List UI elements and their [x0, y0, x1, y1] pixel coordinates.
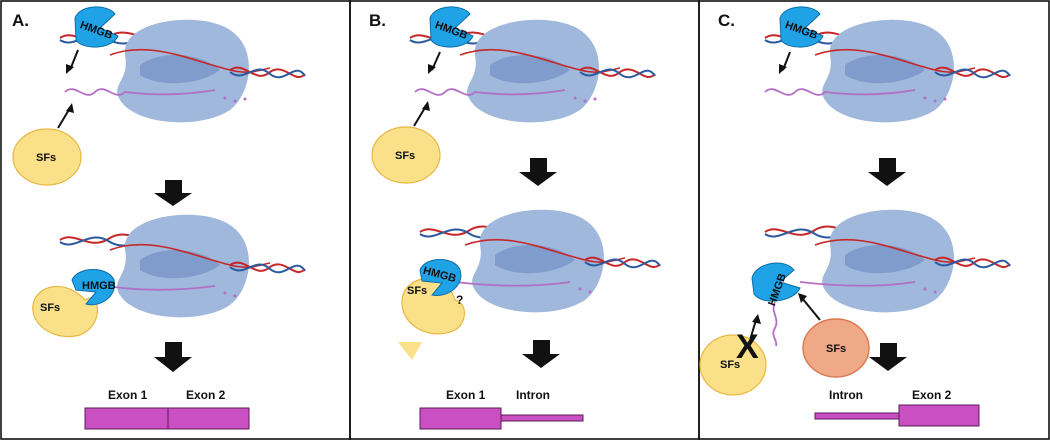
template-strand: [459, 48, 621, 73]
arrow-head: [66, 64, 74, 74]
sfs-complex: SFs: [12, 128, 82, 186]
nascent-rna: [454, 281, 571, 287]
rna-dot: [573, 96, 577, 100]
down-arrow: [519, 158, 557, 186]
polymerase-complex: [59, 19, 306, 123]
template-strand: [109, 48, 271, 73]
down-arrow: [154, 180, 192, 206]
panel-b-label: B.: [369, 11, 386, 30]
rna-dot: [223, 291, 227, 295]
dna-strand-blue: [934, 68, 1011, 79]
arrow-head: [66, 103, 74, 113]
polymerase-complex: [59, 214, 306, 318]
exon-label-right: Exon 2: [186, 388, 226, 402]
rna-dot: [583, 99, 587, 103]
rna-dot: [943, 97, 947, 101]
polymerase-complex: [764, 209, 1011, 347]
hmgb-protein: HMGB: [71, 269, 116, 306]
sfs-label: SFs: [720, 359, 740, 371]
dna-strand-blue: [229, 263, 306, 274]
sfs-complex: SFs: [371, 126, 441, 184]
rna-dot: [233, 99, 237, 103]
rna-dot: [578, 287, 582, 291]
panel-c-label: C.: [718, 11, 735, 30]
polymerase-complex: [764, 19, 1011, 123]
arrow-head: [779, 64, 787, 74]
intron-bar: [814, 412, 900, 420]
arrow-line: [801, 297, 821, 321]
panel-c-frame: [698, 0, 1050, 440]
hmgb-protein: HMGB: [779, 6, 824, 48]
dna-strand-red: [934, 66, 1011, 78]
sfs-complex: SFs: [32, 285, 98, 338]
sfs-alternative: SFs: [802, 318, 870, 378]
rna-dot: [933, 290, 937, 294]
dna-strand-red: [584, 256, 661, 268]
rna-dot: [233, 294, 237, 298]
exon-box: [419, 407, 502, 430]
exon-label-left: Exon 1: [446, 388, 486, 402]
block-x-mark: X: [736, 328, 759, 366]
question-mark: ?: [456, 293, 463, 307]
down-arrow: [522, 340, 560, 368]
panel-a: A. HMGB SFs: [12, 6, 306, 430]
rna-dot: [593, 97, 597, 101]
arrow-head: [428, 64, 436, 74]
sfs-label: SFs: [395, 150, 415, 162]
exon-label-right: Intron: [516, 388, 550, 402]
dna-strand-blue: [229, 68, 306, 79]
rna-dot: [933, 99, 937, 103]
rna-dot: [923, 96, 927, 100]
arrow-head: [798, 293, 807, 303]
rna-dot: [588, 290, 592, 294]
exon-box: [84, 407, 169, 430]
template-strand: [814, 48, 976, 73]
panel-a-label: A.: [12, 11, 29, 30]
dna-strand-blue: [584, 258, 661, 269]
nascent-rna: [764, 88, 916, 96]
hmgb-protein: HMGB: [429, 6, 474, 48]
template-strand: [464, 238, 626, 263]
sfs-blocked: SFs: [699, 334, 767, 396]
rna-tail: [772, 301, 778, 347]
arrow-head: [752, 314, 761, 324]
exon-label-left: Intron: [829, 388, 863, 402]
exon-box: [167, 407, 250, 430]
sfs-label: SFs: [36, 152, 56, 164]
hmgb-label: HMGB: [82, 280, 116, 292]
exon-label-left: Exon 1: [108, 388, 148, 402]
exon-label-right: Exon 2: [912, 388, 952, 402]
sfs-label: SFs: [40, 302, 60, 314]
sfs-label: SFs: [826, 343, 846, 355]
sf-fragment: [398, 342, 422, 360]
rna-dot: [923, 287, 927, 291]
down-arrow: [868, 158, 906, 186]
down-arrow: [154, 342, 192, 372]
arrow-head: [422, 101, 430, 111]
nascent-rna: [64, 88, 216, 96]
dna-strand-blue: [579, 68, 656, 79]
hmgb-protein: HMGB: [419, 259, 462, 296]
hmgb-protein: HMGB: [74, 6, 119, 48]
sfs-label: SFs: [407, 285, 427, 297]
rna-dot: [223, 96, 227, 100]
panel-c: C. HMGB: [699, 6, 1011, 427]
template-strand: [109, 243, 271, 268]
polymerase-complex: [419, 209, 661, 313]
down-arrow: [869, 343, 907, 371]
exon-box: [898, 404, 980, 427]
panel-b: B. HMGB SFs: [369, 6, 661, 430]
dna-strand-red: [934, 256, 1011, 268]
dna-strand-blue: [934, 258, 1011, 269]
nascent-rna: [414, 88, 566, 96]
template-strand: [814, 238, 976, 263]
dna-strand-red: [229, 66, 306, 78]
nascent-rna: [799, 281, 916, 287]
dna-strand-red: [229, 261, 306, 273]
intron-bar: [500, 414, 584, 422]
dna-strand-red: [579, 66, 656, 78]
rna-dot: [243, 97, 247, 101]
hmgb-protein: HMGB: [751, 262, 801, 308]
